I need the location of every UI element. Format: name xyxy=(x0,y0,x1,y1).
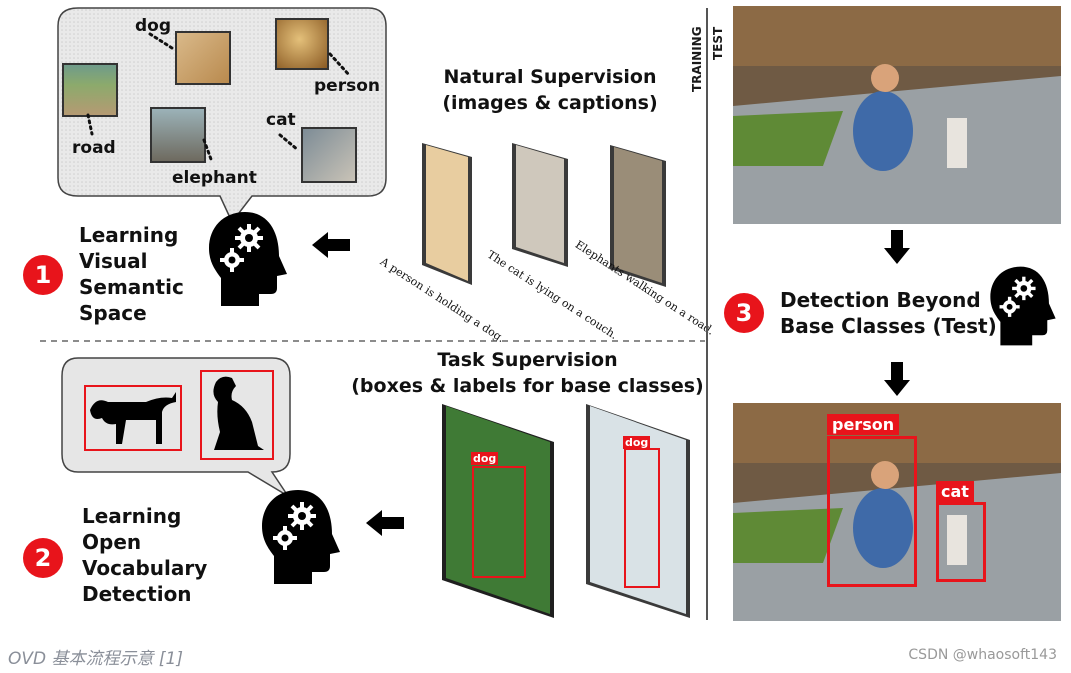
figure-caption: OVD 基本流程示意 [1] xyxy=(8,649,183,669)
arrow-left-icon xyxy=(366,510,404,536)
step3-badge: 3 xyxy=(724,293,764,333)
person-thumbnail xyxy=(275,18,329,70)
caption-image-panels xyxy=(422,143,666,287)
dog-box-2 xyxy=(624,448,660,588)
head-gears-icon xyxy=(990,266,1056,346)
train-test-divider xyxy=(706,8,708,620)
person-detection-box xyxy=(827,436,917,587)
dog-silhouette-icon xyxy=(90,392,176,444)
dog-label-2: dog xyxy=(623,436,651,449)
word-person: person xyxy=(314,76,380,96)
dog-label-1: dog xyxy=(471,452,499,465)
cat-detection-box xyxy=(936,502,986,582)
cat-detection-label: cat xyxy=(936,481,974,502)
arrow-down-icon xyxy=(884,362,910,396)
test-label: TEST xyxy=(711,26,725,60)
word-cat: cat xyxy=(266,110,296,130)
base-box-1 xyxy=(84,385,182,451)
watermark: CSDN @whaosoft143 xyxy=(908,647,1057,663)
bubble-leader-lines xyxy=(86,32,352,164)
head-gears-icon xyxy=(209,212,287,306)
word-road: road xyxy=(72,138,116,158)
word-dog: dog xyxy=(135,16,172,36)
arrow-down-icon xyxy=(884,230,910,264)
training-label: TRAINING xyxy=(690,26,704,92)
arrow-left-icon xyxy=(312,232,350,258)
head-gears-icon xyxy=(262,490,340,584)
step3-text: Detection Beyond Base Classes (Test) xyxy=(780,288,997,338)
step1-text: Learning Visual Semantic Space xyxy=(79,223,184,325)
dog-thumbnail xyxy=(175,31,231,85)
section-separator xyxy=(40,340,705,342)
step1-badge: 1 xyxy=(23,255,63,295)
step2-text: Learning Open Vocabulary Detection xyxy=(82,504,208,606)
word-elephant: elephant xyxy=(172,168,257,188)
step2-badge: 2 xyxy=(23,538,63,578)
road-thumbnail xyxy=(62,63,118,117)
task-supervision-title: Task Supervision (boxes & labels for bas… xyxy=(351,349,704,397)
cat-thumbnail xyxy=(301,127,357,183)
base-box-2 xyxy=(200,370,274,460)
person-detection-label: person xyxy=(827,414,900,435)
natural-supervision-title: Natural Supervision (images & captions) xyxy=(442,66,658,114)
dog-sitting-silhouette-icon xyxy=(213,376,264,450)
elephant-thumbnail xyxy=(150,107,206,163)
test-photo-input xyxy=(733,6,1061,224)
dog-box-1 xyxy=(472,466,526,578)
